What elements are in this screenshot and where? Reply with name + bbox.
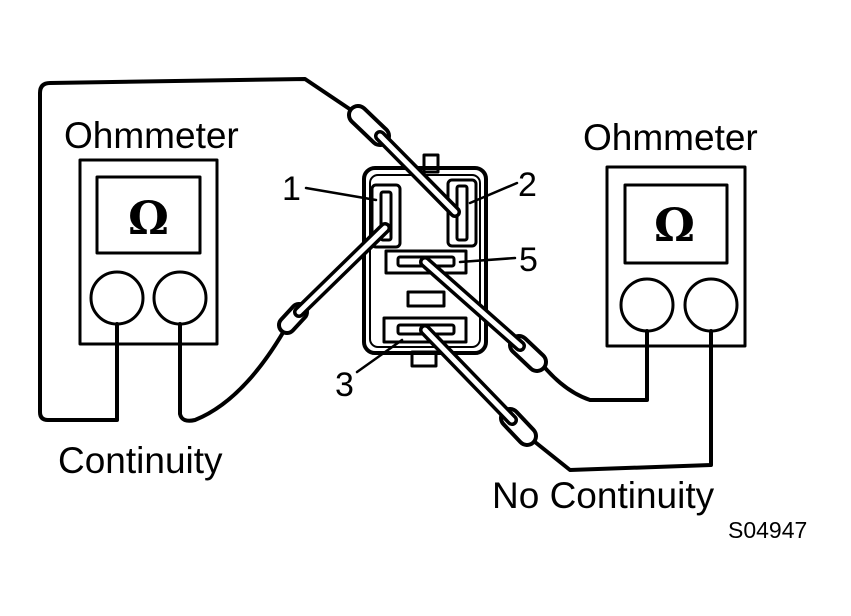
leader-pin-2 — [468, 181, 519, 205]
right-ohmmeter-terminal-b — [683, 277, 739, 333]
terminal-5-label: 5 — [519, 241, 538, 279]
right-ohmmeter-terminal-a — [619, 277, 675, 333]
right-result-label: No Continuity — [492, 475, 715, 516]
left-inner-wire — [178, 322, 290, 423]
leader-pin-1 — [304, 186, 378, 202]
pin-leaders — [304, 181, 519, 374]
figure-code: S04947 — [728, 517, 808, 543]
probe-to-pin-5 — [419, 256, 548, 373]
right-ohmmeter — [605, 165, 747, 348]
left-outer-wire — [38, 77, 362, 422]
left-result-label: Continuity — [58, 440, 223, 481]
leader-pin-5 — [458, 256, 517, 264]
probe-to-pin-3 — [419, 324, 538, 447]
terminal-2-label: 2 — [518, 166, 537, 204]
probe-to-pin-2 — [347, 104, 461, 218]
pin-1-blade — [379, 190, 393, 242]
left-omega-icon: Ω — [128, 191, 169, 245]
left-ohmmeter-terminal-a — [89, 270, 145, 326]
right-meter-title: Ohmmeter — [583, 117, 758, 158]
left-meter-title: Ohmmeter — [64, 115, 239, 156]
terminal-3-label: 3 — [335, 366, 354, 404]
probe-to-pin-1 — [277, 222, 391, 335]
right-omega-icon: Ω — [654, 198, 695, 252]
left-ohmmeter-terminal-b — [152, 270, 208, 326]
left-ohmmeter — [78, 158, 219, 346]
leader-pin-3 — [355, 338, 404, 374]
right-wire-a — [532, 329, 649, 402]
terminal-1-label: 1 — [282, 170, 301, 208]
